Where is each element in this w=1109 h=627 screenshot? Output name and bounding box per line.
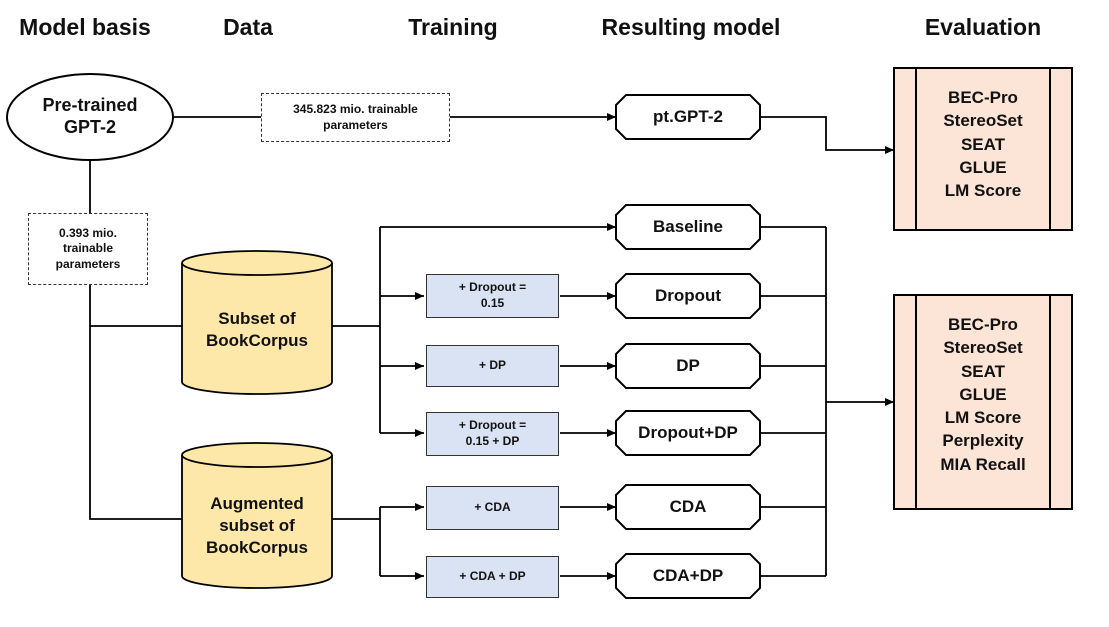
training-step-dropout: + Dropout = 0.15 — [426, 274, 559, 318]
model-dp: DP — [676, 355, 700, 375]
params-small-box: 0.393 mio. trainable parameters — [28, 213, 148, 285]
model-dropout: Dropout — [654, 285, 722, 305]
result-shape-cda — [615, 484, 761, 530]
pretrained-line1: Pre-trained — [42, 95, 138, 116]
params-full-box: 345.823 mio. trainable parameters — [261, 93, 450, 142]
training-step-dp: + DP — [426, 345, 559, 387]
training-step-cda: + CDA — [426, 486, 559, 530]
header-data: Data — [223, 14, 273, 40]
evaluation-bottom-item: StereoSet — [943, 338, 1023, 358]
evaluation-box-top — [893, 67, 1073, 231]
model-cda-dp: CDA+DP — [652, 565, 724, 585]
model-cda: CDA — [669, 496, 707, 516]
evaluation-top-item: BEC-Pro — [948, 88, 1018, 107]
dataset-subset-line2: BookCorpus — [206, 331, 308, 350]
header-training: Training — [408, 14, 498, 40]
model-pt-gpt2: pt.GPT-2 — [653, 106, 723, 126]
params-small-line2: trainable — [62, 241, 113, 256]
training-dropout-dp-line1: + Dropout = — [458, 418, 527, 433]
result-shape-baseline — [615, 204, 761, 250]
training-dropout-dp-line2: 0.15 + DP — [465, 434, 520, 448]
evaluation-list-bottom: BEC-Pro StereoSet SEAT GLUE LM Score Per… — [916, 313, 1050, 476]
header-resulting-model: Resulting model — [601, 14, 781, 40]
evaluation-bottom-item: LM Score — [944, 408, 1022, 428]
training-cda-dp-label: + CDA + DP — [459, 569, 526, 584]
evaluation-top-item: LM Score — [944, 181, 1022, 201]
params-small-line1: 0.393 mio. — [58, 225, 118, 240]
dataset-augmented-line2: subset of — [219, 515, 295, 535]
evaluation-bottom-item: Perplexity — [942, 431, 1024, 451]
model-dropout-dp: Dropout+DP — [638, 422, 738, 442]
training-step-dropout-dp: + Dropout = 0.15 + DP — [426, 412, 559, 456]
pretrained-gpt2-node: Pre-trained GPT-2 — [10, 86, 170, 148]
evaluation-list-top: BEC-Pro StereoSet SEAT GLUE LM Score — [916, 86, 1050, 202]
result-shape-dp — [615, 343, 761, 389]
dataset-augmented-line3: BookCorpus — [206, 538, 308, 558]
result-shape-pt-gpt2 — [615, 94, 761, 140]
training-dropout-line2: 0.15 — [480, 296, 505, 310]
evaluation-box-bottom — [893, 294, 1073, 510]
params-small-line3: parameters — [55, 256, 121, 271]
pretrained-ellipse — [6, 73, 174, 161]
training-dropout-line1: + Dropout = — [458, 280, 527, 295]
training-dp-label: + DP — [478, 358, 506, 373]
header-evaluation: Evaluation — [924, 14, 1042, 40]
evaluation-bottom-item: BEC-Pro — [948, 315, 1018, 334]
params-full-line1: 345.823 mio. trainable — [293, 101, 418, 116]
result-shape-dropout — [615, 273, 761, 319]
result-shape-cda-dp — [615, 553, 761, 599]
evaluation-top-item: StereoSet — [943, 111, 1023, 131]
evaluation-bottom-item: MIA Recall — [940, 454, 1026, 474]
dataset-augmented-line1: Augmented — [210, 493, 304, 513]
dataset-augmented-label: Augmented subset of BookCorpus — [182, 488, 332, 564]
dataset-cylinder-subset — [181, 250, 333, 395]
evaluation-bottom-item: GLUE — [959, 384, 1007, 404]
training-step-cda-dp: + CDA + DP — [426, 556, 559, 598]
training-cda-label: + CDA — [474, 500, 511, 515]
pretrained-line2: GPT-2 — [63, 117, 116, 137]
dataset-subset-line1: Subset of — [218, 308, 296, 328]
params-full-line2: parameters — [323, 117, 388, 132]
evaluation-top-item: SEAT — [960, 134, 1006, 154]
evaluation-bottom-item: SEAT — [960, 361, 1006, 381]
dataset-cylinder-augmented — [181, 442, 333, 589]
model-baseline: Baseline — [653, 216, 723, 236]
dataset-subset-label: Subset of BookCorpus — [182, 305, 332, 355]
header-model-basis: Model basis — [19, 14, 151, 40]
result-shape-dropout-dp — [615, 410, 761, 456]
evaluation-top-item: GLUE — [959, 157, 1007, 177]
result-shapes — [615, 94, 761, 599]
